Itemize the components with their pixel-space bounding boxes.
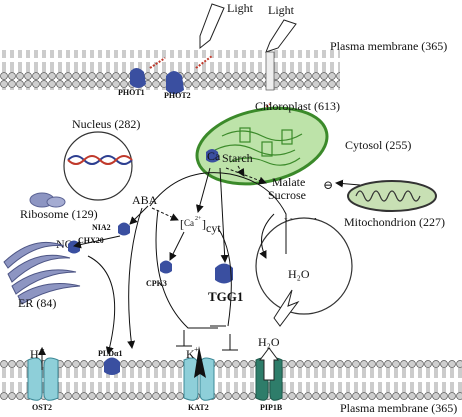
cpk3-protein: [160, 260, 172, 274]
mitochondrion: [347, 180, 437, 212]
pld-protein: [104, 357, 120, 375]
nia2-label: NIA2: [92, 223, 111, 232]
kat2-label: KAT2: [188, 403, 209, 412]
cpk3-label: CPK3: [146, 279, 167, 288]
bottom-membrane: [0, 360, 462, 400]
ca2-bracket-left: [: [180, 217, 184, 231]
phot1-protein: [130, 68, 146, 88]
er-icon: [3, 241, 81, 305]
tgg1-protein: [215, 263, 233, 284]
light-label-2: Light: [268, 3, 295, 17]
water-top-label: H₂O: [258, 335, 280, 349]
phot2-label: PHOT2: [164, 91, 191, 100]
dna-icon: [67, 155, 133, 165]
light-channel: [265, 51, 275, 91]
cristae: [355, 190, 421, 202]
ca-label: Ca: [207, 149, 221, 163]
pathway-arrows: [73, 165, 287, 355]
k-plus-label: K: [186, 347, 195, 361]
light-label-1: Light: [227, 1, 254, 15]
starch-label: Starch: [222, 151, 253, 165]
nucleus: [63, 131, 133, 201]
pip1b-label: PIP1B: [260, 403, 283, 412]
water-efflux-arrow: [259, 347, 279, 381]
phot2-protein: [166, 71, 184, 94]
chx20-label: CHX20: [78, 236, 104, 245]
chloroplast-label: Chloroplast (613): [255, 99, 340, 113]
malate-label: Malate: [272, 175, 305, 189]
light-dash-1: [149, 57, 166, 69]
cytosol-label: Cytosol (255): [345, 138, 411, 152]
k-plus-sup: +: [194, 345, 199, 354]
ost2-channel: [27, 357, 59, 401]
nia2-protein: [118, 222, 130, 236]
vacuole-water-label: H₂O: [288, 267, 310, 281]
membrane-bottom-label: Plasma membrane (365): [340, 401, 457, 415]
tgg1-label: TGG1: [208, 289, 243, 304]
ca2-cyt-label: cyt: [206, 221, 221, 235]
membrane-top-label: Plasma membrane (365): [330, 39, 447, 53]
phot1-label: PHOT1: [118, 88, 145, 97]
k-influx-arrow: [194, 346, 206, 378]
nucleus-label: Nucleus (282): [72, 117, 140, 131]
er-label: ER (84): [18, 296, 56, 310]
ca2-ion: Ca: [184, 218, 194, 228]
ca2-bracket-right: ]: [202, 217, 206, 231]
aba-label: ABA: [132, 193, 158, 207]
ribosome-label: Ribosome (129): [20, 207, 98, 221]
inhibit-symbol: ⊖: [323, 178, 333, 192]
malate-to-mito-arrow: [335, 179, 361, 188]
h-plus-label: H: [30, 347, 39, 361]
sucrose-label: Sucrose: [268, 188, 306, 202]
ost2-label: OST2: [32, 403, 52, 412]
thylakoids: [214, 127, 303, 166]
pld-label: PLDα1: [98, 349, 122, 358]
ribosome-subunit: [46, 196, 66, 208]
ca-sensor: [206, 149, 219, 163]
light-arrow-2: [265, 19, 297, 53]
vacuole: [255, 217, 353, 315]
water-into-vacuole-arrow: [273, 289, 300, 327]
light-arrow-1: [199, 3, 225, 50]
mitochondrion-label: Mitochondrion (227): [344, 215, 445, 229]
ca2-sup: 2+: [195, 216, 202, 222]
